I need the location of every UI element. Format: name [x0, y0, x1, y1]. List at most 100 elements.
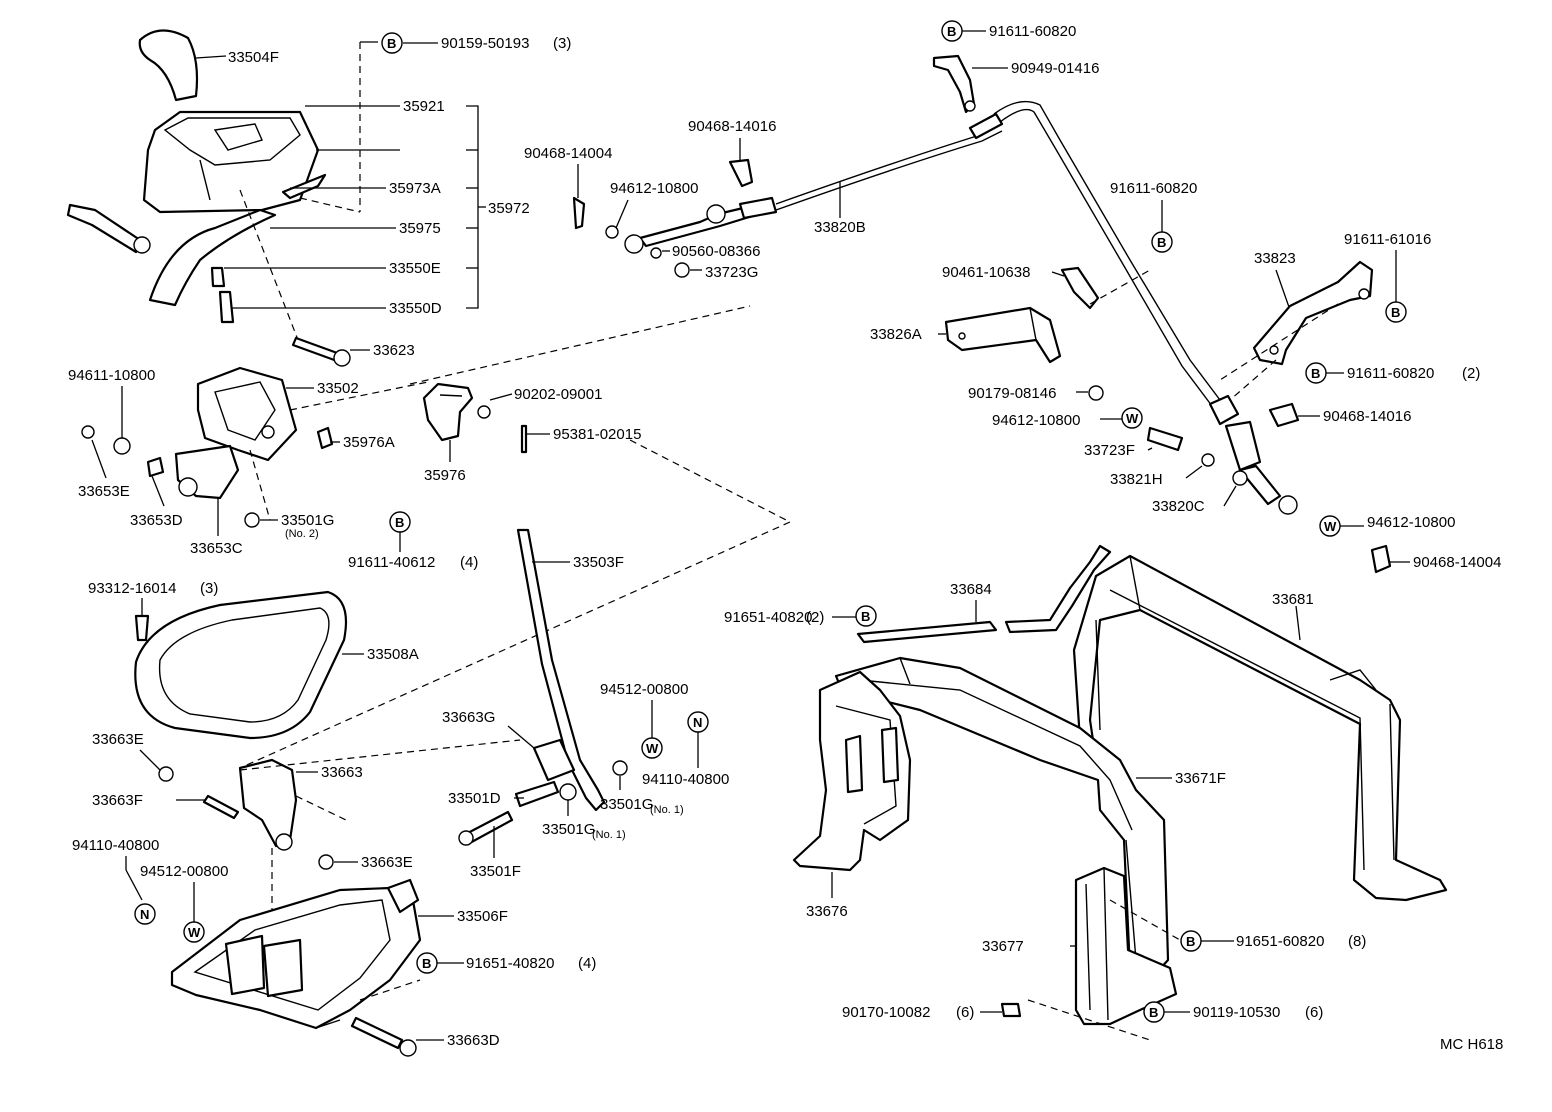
- rod-33684: [856, 620, 998, 644]
- symbol-w-text: W: [188, 925, 201, 940]
- clip-90202: [477, 405, 491, 419]
- qty-91611-60820-right: (2): [1462, 365, 1480, 382]
- label-33723G: 33723G: [705, 264, 758, 281]
- bushing-33501G-no1-b: [612, 760, 628, 776]
- label-90468-14004-right: 90468-14004: [1413, 554, 1501, 571]
- clip-90468-14016-top: [728, 158, 754, 188]
- bracket-33823: [1252, 260, 1374, 366]
- label-33623: 33623: [373, 342, 415, 359]
- bolt-33663D: [350, 1016, 417, 1057]
- symbol-b-circle: [381, 32, 403, 54]
- label-33550D: 33550D: [389, 300, 442, 317]
- label-91651-40820-rod: 91651-40820: [724, 609, 812, 626]
- bushing-33501D: [514, 780, 560, 808]
- symbol-b-text: B: [395, 515, 404, 530]
- qty-90170-10082: (6): [956, 1004, 974, 1021]
- label-35973A: 35973A: [389, 180, 441, 197]
- grommet-33723G: [674, 262, 690, 278]
- clip-90560: [650, 247, 662, 259]
- clip-90468-14016-right: [1268, 402, 1300, 428]
- label-94512-00800-left: 94512-00800: [140, 863, 228, 880]
- label-90179-08146: 90179-08146: [968, 385, 1056, 402]
- bushing-cable-end: [624, 234, 644, 254]
- pin-95381: [520, 424, 528, 454]
- shift-rod-33503F: [516, 528, 606, 812]
- clip-90468-14004-top: [572, 196, 586, 230]
- qty-91611-40612: (4): [460, 554, 478, 571]
- label-33550E: 33550E: [389, 260, 441, 277]
- label-94611-10800: 94611-10800: [68, 367, 155, 384]
- symbol-w-text: W: [1126, 411, 1139, 426]
- lever-33663: [238, 758, 298, 851]
- label-90468-14004-top: 90468-14004: [524, 145, 612, 162]
- label-35976: 35976: [424, 467, 466, 484]
- qty-91651-60820: (8): [1348, 933, 1366, 950]
- symbol-n-circle: [134, 903, 156, 925]
- note-33501G-no1-a: (No. 1): [592, 829, 626, 841]
- qty-91651-40820-base: (4): [578, 955, 596, 972]
- label-35976A: 35976A: [343, 434, 395, 451]
- bracket-33676: [792, 670, 912, 872]
- bolt-33623: [291, 336, 351, 367]
- label-91611-60820-right: 91611-60820: [1347, 365, 1434, 382]
- label-33820B: 33820B: [814, 219, 866, 236]
- symbol-b-text: B: [422, 956, 431, 971]
- label-90468-14016-right: 90468-14016: [1323, 408, 1411, 425]
- symbol-w-text: W: [1324, 519, 1337, 534]
- shift-knob: [138, 29, 199, 102]
- label-91651-40820-base: 91651-40820: [466, 955, 554, 972]
- label-94612-10800-right: 94612-10800: [1367, 514, 1455, 531]
- label-94512-00800-mid: 94512-00800: [600, 681, 688, 698]
- spring-33663G: [532, 738, 576, 782]
- bracket-33502: [196, 366, 298, 462]
- label-33501G-no1-a: 33501G: [542, 821, 595, 838]
- label-90461-10638: 90461-10638: [942, 264, 1030, 281]
- label-91611-60820-top: 91611-60820: [989, 23, 1076, 40]
- cable-end-33820C: [1208, 394, 1298, 515]
- label-33820C: 33820C: [1152, 498, 1205, 515]
- label-33503F: 33503F: [573, 554, 624, 571]
- label-33501G-no1-b: 33501G: [600, 796, 653, 813]
- symbol-w-circle: [1121, 407, 1143, 429]
- diagram-code: MC H618: [1440, 1036, 1503, 1053]
- label-33663D: 33663D: [447, 1032, 500, 1049]
- label-94612-10800-top: 94612-10800: [610, 180, 698, 197]
- spring-35976A: [316, 426, 334, 450]
- bushing-33501G-no2: [244, 512, 260, 528]
- nut-33653E: [81, 425, 95, 439]
- nut-90179: [1088, 385, 1104, 401]
- symbol-b-circle: [1151, 231, 1173, 253]
- label-33663E-lower: 33663E: [361, 854, 413, 871]
- label-90949-01416: 90949-01416: [1011, 60, 1099, 77]
- shift-base-33506F: [170, 878, 422, 1030]
- bracket-33677: [1074, 866, 1178, 1026]
- label-33677: 33677: [982, 938, 1024, 955]
- label-94110-40800-left: 94110-40800: [72, 837, 159, 854]
- label-94110-40800-mid: 94110-40800: [642, 771, 729, 788]
- label-95381-02015: 95381-02015: [553, 426, 641, 443]
- clamp-90461: [1060, 266, 1100, 310]
- label-33653E: 33653E: [78, 483, 130, 500]
- label-33508A: 33508A: [367, 646, 419, 663]
- nut-90170: [1000, 1002, 1022, 1018]
- symbol-b-text: B: [947, 24, 956, 39]
- grommet-33723F: [1146, 426, 1184, 452]
- label-33653D: 33653D: [130, 512, 183, 529]
- symbol-w-text: W: [646, 741, 659, 756]
- symbol-b-text: B: [1186, 934, 1195, 949]
- lever-35976: [422, 382, 474, 442]
- label-33823: 33823: [1254, 250, 1296, 267]
- label-91611-40612: 91611-40612: [348, 554, 435, 571]
- symbol-b-text: B: [1311, 366, 1320, 381]
- symbol-b-text: B: [861, 609, 870, 624]
- label-33502: 33502: [317, 380, 359, 397]
- symbol-n-text: N: [693, 715, 702, 730]
- note-33501G-no1-b: (No. 1): [650, 804, 684, 816]
- label-33723F: 33723F: [1084, 442, 1135, 459]
- symbol-b-text: B: [1149, 1005, 1158, 1020]
- qty-90159-50193: (3): [553, 35, 571, 52]
- label-33676: 33676: [806, 903, 848, 920]
- nut-33663E-upper: [158, 766, 174, 782]
- symbol-w-circle: [183, 921, 205, 943]
